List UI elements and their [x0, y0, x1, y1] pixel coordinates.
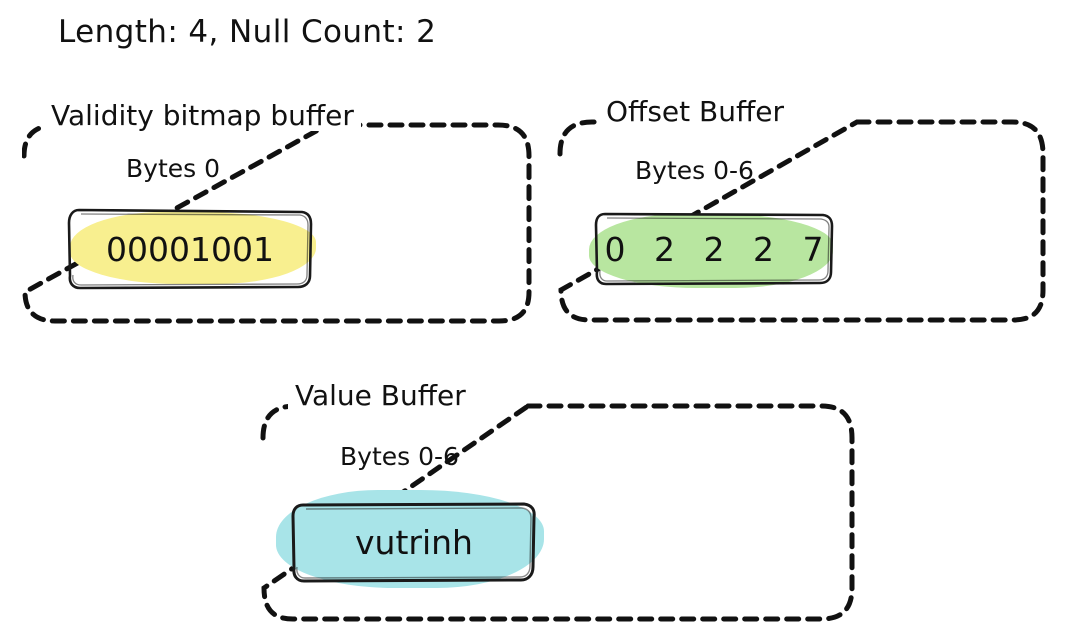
- chip-value-offset: 0 2 2 2 7: [604, 229, 833, 269]
- bytes-label-value: Bytes 0-6: [340, 442, 459, 471]
- chip-value-validity: 00001001: [106, 229, 274, 269]
- panel-label-offset: Offset Buffer: [599, 96, 792, 127]
- page-title: Length: 4, Null Count: 2: [58, 14, 437, 50]
- value-chip-value: vutrinh: [276, 490, 544, 588]
- chip-value-value: vutrinh: [355, 522, 473, 562]
- panel-validity-bitmap-buffer: Validity bitmap buffer Bytes 0 00001001: [22, 100, 532, 324]
- bytes-label-validity: Bytes 0: [126, 154, 221, 183]
- bytes-label-offset: Bytes 0-6: [635, 156, 754, 185]
- value-chip-offset: 0 2 2 2 7: [589, 210, 835, 288]
- panel-offset-buffer: Offset Buffer Bytes 0-6 0 2 2 2 7: [557, 96, 1047, 324]
- panel-label-validity: Validity bitmap buffer: [44, 100, 361, 131]
- panel-label-value: Value Buffer: [288, 380, 473, 411]
- value-chip-validity: 00001001: [66, 206, 316, 292]
- panel-value-buffer: Value Buffer Bytes 0-6 vutrinh: [260, 380, 856, 624]
